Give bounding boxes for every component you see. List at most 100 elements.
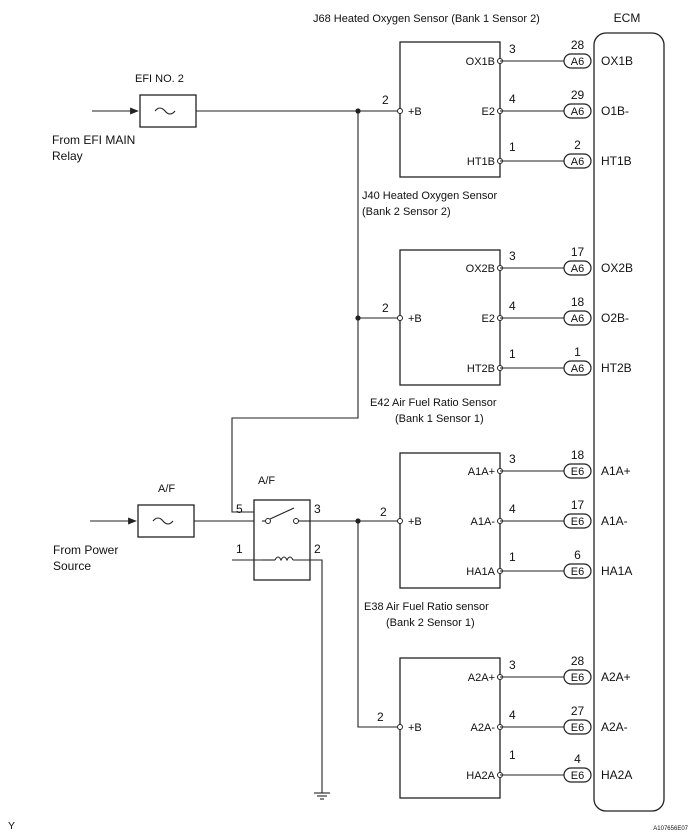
ground-icon: [314, 792, 330, 800]
pin-number: 4: [509, 502, 516, 516]
pin-number: 3: [509, 249, 516, 263]
pin-number: 2: [377, 710, 384, 724]
ecm-connector-id: A6: [571, 313, 584, 325]
junction-dot: [355, 108, 361, 114]
ecm-connector-id: E6: [571, 566, 584, 578]
from-power-line2: Source: [53, 559, 91, 573]
sensor-terminal-label: HT1B: [467, 156, 495, 168]
sensor-terminal-label: HT2B: [467, 363, 495, 375]
ecm-pin-number: 28: [571, 654, 585, 668]
pin-number: 3: [509, 42, 516, 56]
sensor-j40: 2 +B 3 OX2B 4 E2 1 HT2B: [382, 249, 516, 386]
pin-number: 4: [509, 708, 516, 722]
pin-number: 1: [509, 748, 516, 762]
ecm-connector-id: E6: [571, 516, 584, 528]
pin-number: 4: [509, 92, 516, 106]
ecm-terminal-label: OX1B: [601, 54, 633, 68]
ecm-connector-badge: [563, 563, 592, 579]
ecm-connector-id: E6: [571, 770, 584, 782]
sensor-terminal-label: HA2A: [466, 770, 495, 782]
pin-number: 1: [509, 140, 516, 154]
af-relay-box: [253, 499, 311, 581]
sensor-terminal-label: +B: [408, 313, 422, 325]
ecm-connector-badge: [563, 360, 592, 376]
ecm-connector-id: A6: [571, 56, 584, 68]
ecm-connector-id: A6: [571, 106, 584, 118]
sensor-terminal-label: A1A-: [471, 516, 496, 528]
pin-number: 2: [314, 542, 321, 556]
sensor-e42-box: [399, 452, 501, 589]
j40-title-line2: (Bank 2 Sensor 2): [362, 206, 451, 218]
ecm-terminal-label: A1A+: [601, 464, 631, 478]
ecm-pin-number: 4: [574, 752, 581, 766]
from-power-line1: From Power: [53, 543, 118, 557]
ecm-pin-number: 2: [574, 138, 581, 152]
ecm-connector-badge: [563, 153, 592, 169]
ecm-connector-badge: [563, 310, 592, 326]
ecm-connector-id: A6: [571, 263, 584, 275]
j40-title-line1: J40 Heated Oxygen Sensor: [362, 190, 497, 202]
efi-no2-fuse: [139, 94, 197, 128]
ecm-connector-badge: [563, 767, 592, 783]
ecm-terminal-label: A1A-: [601, 514, 628, 528]
pin-number: 1: [509, 550, 516, 564]
ecm-connector-id: E6: [571, 466, 584, 478]
ecm-connector-badge: [563, 260, 592, 276]
e42-title-line1: E42 Air Fuel Ratio Sensor: [370, 397, 497, 409]
sensor-terminal-label: A2A+: [468, 672, 495, 684]
ecm-connector-id: E6: [571, 672, 584, 684]
pin-number: 4: [509, 299, 516, 313]
pin-number: 2: [382, 301, 389, 315]
figure-code: A107656E07: [653, 826, 688, 832]
e42-title-line2: (Bank 1 Sensor 1): [395, 413, 484, 425]
from-efi-main-line2: Relay: [52, 149, 83, 163]
ecm-connector-id: E6: [571, 722, 584, 734]
ecm-label: ECM: [614, 11, 641, 25]
af-fuse-label: A/F: [158, 483, 175, 495]
sensor-j68: 2 +B 3 OX1B 4 E2 1 HT1B: [382, 41, 516, 178]
af-relay-label: A/F: [258, 475, 275, 487]
ecm-pin-number: 17: [571, 245, 585, 259]
ecm-terminal-label: O2B-: [601, 311, 629, 325]
ecm-pin-rows: A628OX1BA629O1B-A62HT1BA617OX2BA618O2B-A…: [500, 38, 633, 783]
wire-relay-coil-5: [231, 318, 359, 513]
ecm-connector-id: A6: [571, 156, 584, 168]
ecm-pin-number: 18: [571, 448, 585, 462]
ecm-box: [593, 32, 665, 812]
relay-switch-icon: [262, 507, 310, 524]
sensor-terminal-label: OX1B: [466, 56, 495, 68]
ecm-connector-badge: [563, 463, 592, 479]
ecm-terminal-label: O1B-: [601, 104, 629, 118]
ecm-pin-number: 1: [574, 345, 581, 359]
sensor-terminal-label: E2: [482, 106, 495, 118]
pin-number: 2: [382, 93, 389, 107]
ecm-terminal-label: HA2A: [601, 768, 632, 782]
ecm-connector-id: A6: [571, 363, 584, 375]
pin-number: 3: [509, 658, 516, 672]
e38-title-line2: (Bank 2 Sensor 1): [386, 617, 475, 629]
sensor-terminal-label: +B: [408, 722, 422, 734]
ecm-terminal-label: HA1A: [601, 564, 632, 578]
ecm-terminal-label: A2A-: [601, 720, 628, 734]
sensor-e38-box: [399, 657, 501, 799]
ecm-pin-number: 29: [571, 88, 585, 102]
sensor-terminal-label: +B: [408, 106, 422, 118]
ecm-terminal-label: A2A+: [601, 670, 631, 684]
ecm-pin-number: 6: [574, 548, 581, 562]
ecm-connector-badge: [563, 669, 592, 685]
wire-e38-b: [357, 521, 400, 728]
pin-number: 5: [236, 502, 243, 516]
sensor-e38: 2 +B 3 A2A+ 4 A2A- 1 HA2A: [377, 657, 516, 799]
ecm-connector-badge: [563, 103, 592, 119]
ecm-connector-badge: [563, 53, 592, 69]
sensor-terminal-label: OX2B: [466, 263, 495, 275]
ecm-pin-number: 17: [571, 498, 585, 512]
sensor-terminal-label: HA1A: [466, 566, 495, 578]
efi-no2-label: EFI NO. 2: [135, 73, 184, 85]
ecm-pin-number: 27: [571, 704, 585, 718]
sensor-e42: 2 +B 3 A1A+ 4 A1A- 1 HA1A: [380, 452, 516, 589]
af-fuse: [137, 504, 195, 538]
ecm-connector-badge: [563, 513, 592, 529]
fuse-icon: [152, 517, 174, 525]
